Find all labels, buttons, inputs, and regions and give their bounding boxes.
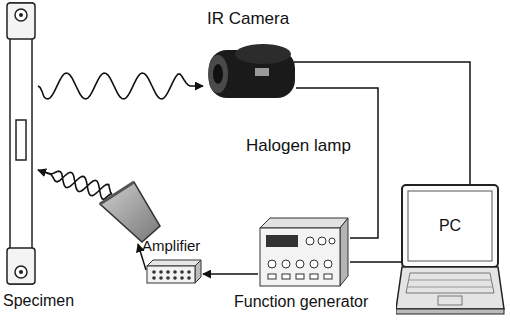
specimen-bar-outline (6, 2, 36, 285)
function-generator: Function generator (258, 214, 350, 288)
ir-camera: IR Camera (205, 40, 300, 102)
specimen-bar: Specimen (6, 2, 36, 285)
node-label: PC (410, 193, 490, 259)
function-generator-outline (258, 214, 350, 288)
amplifier-box: Amplifier (146, 258, 202, 284)
amplifier-box-outline (146, 258, 202, 284)
wave-connector (38, 170, 112, 200)
halogen-lamp-outline (98, 180, 164, 246)
halogen-lamp: Halogen lamp (98, 180, 164, 246)
node-label: IR Camera (207, 9, 289, 29)
wire-connector (296, 88, 378, 238)
ir-camera-outline (205, 40, 300, 102)
laptop-pc-outline (396, 183, 506, 318)
wire-connector (294, 62, 470, 185)
wave-connector (38, 73, 203, 99)
node-label: Amplifier (142, 236, 200, 256)
node-label: Specimen (3, 291, 74, 311)
node-label: Halogen lamp (246, 136, 351, 156)
laptop-pc: PC (396, 183, 506, 318)
wire-connector (203, 273, 258, 275)
node-label: Function generator (234, 292, 368, 312)
wire-connector (350, 261, 402, 263)
